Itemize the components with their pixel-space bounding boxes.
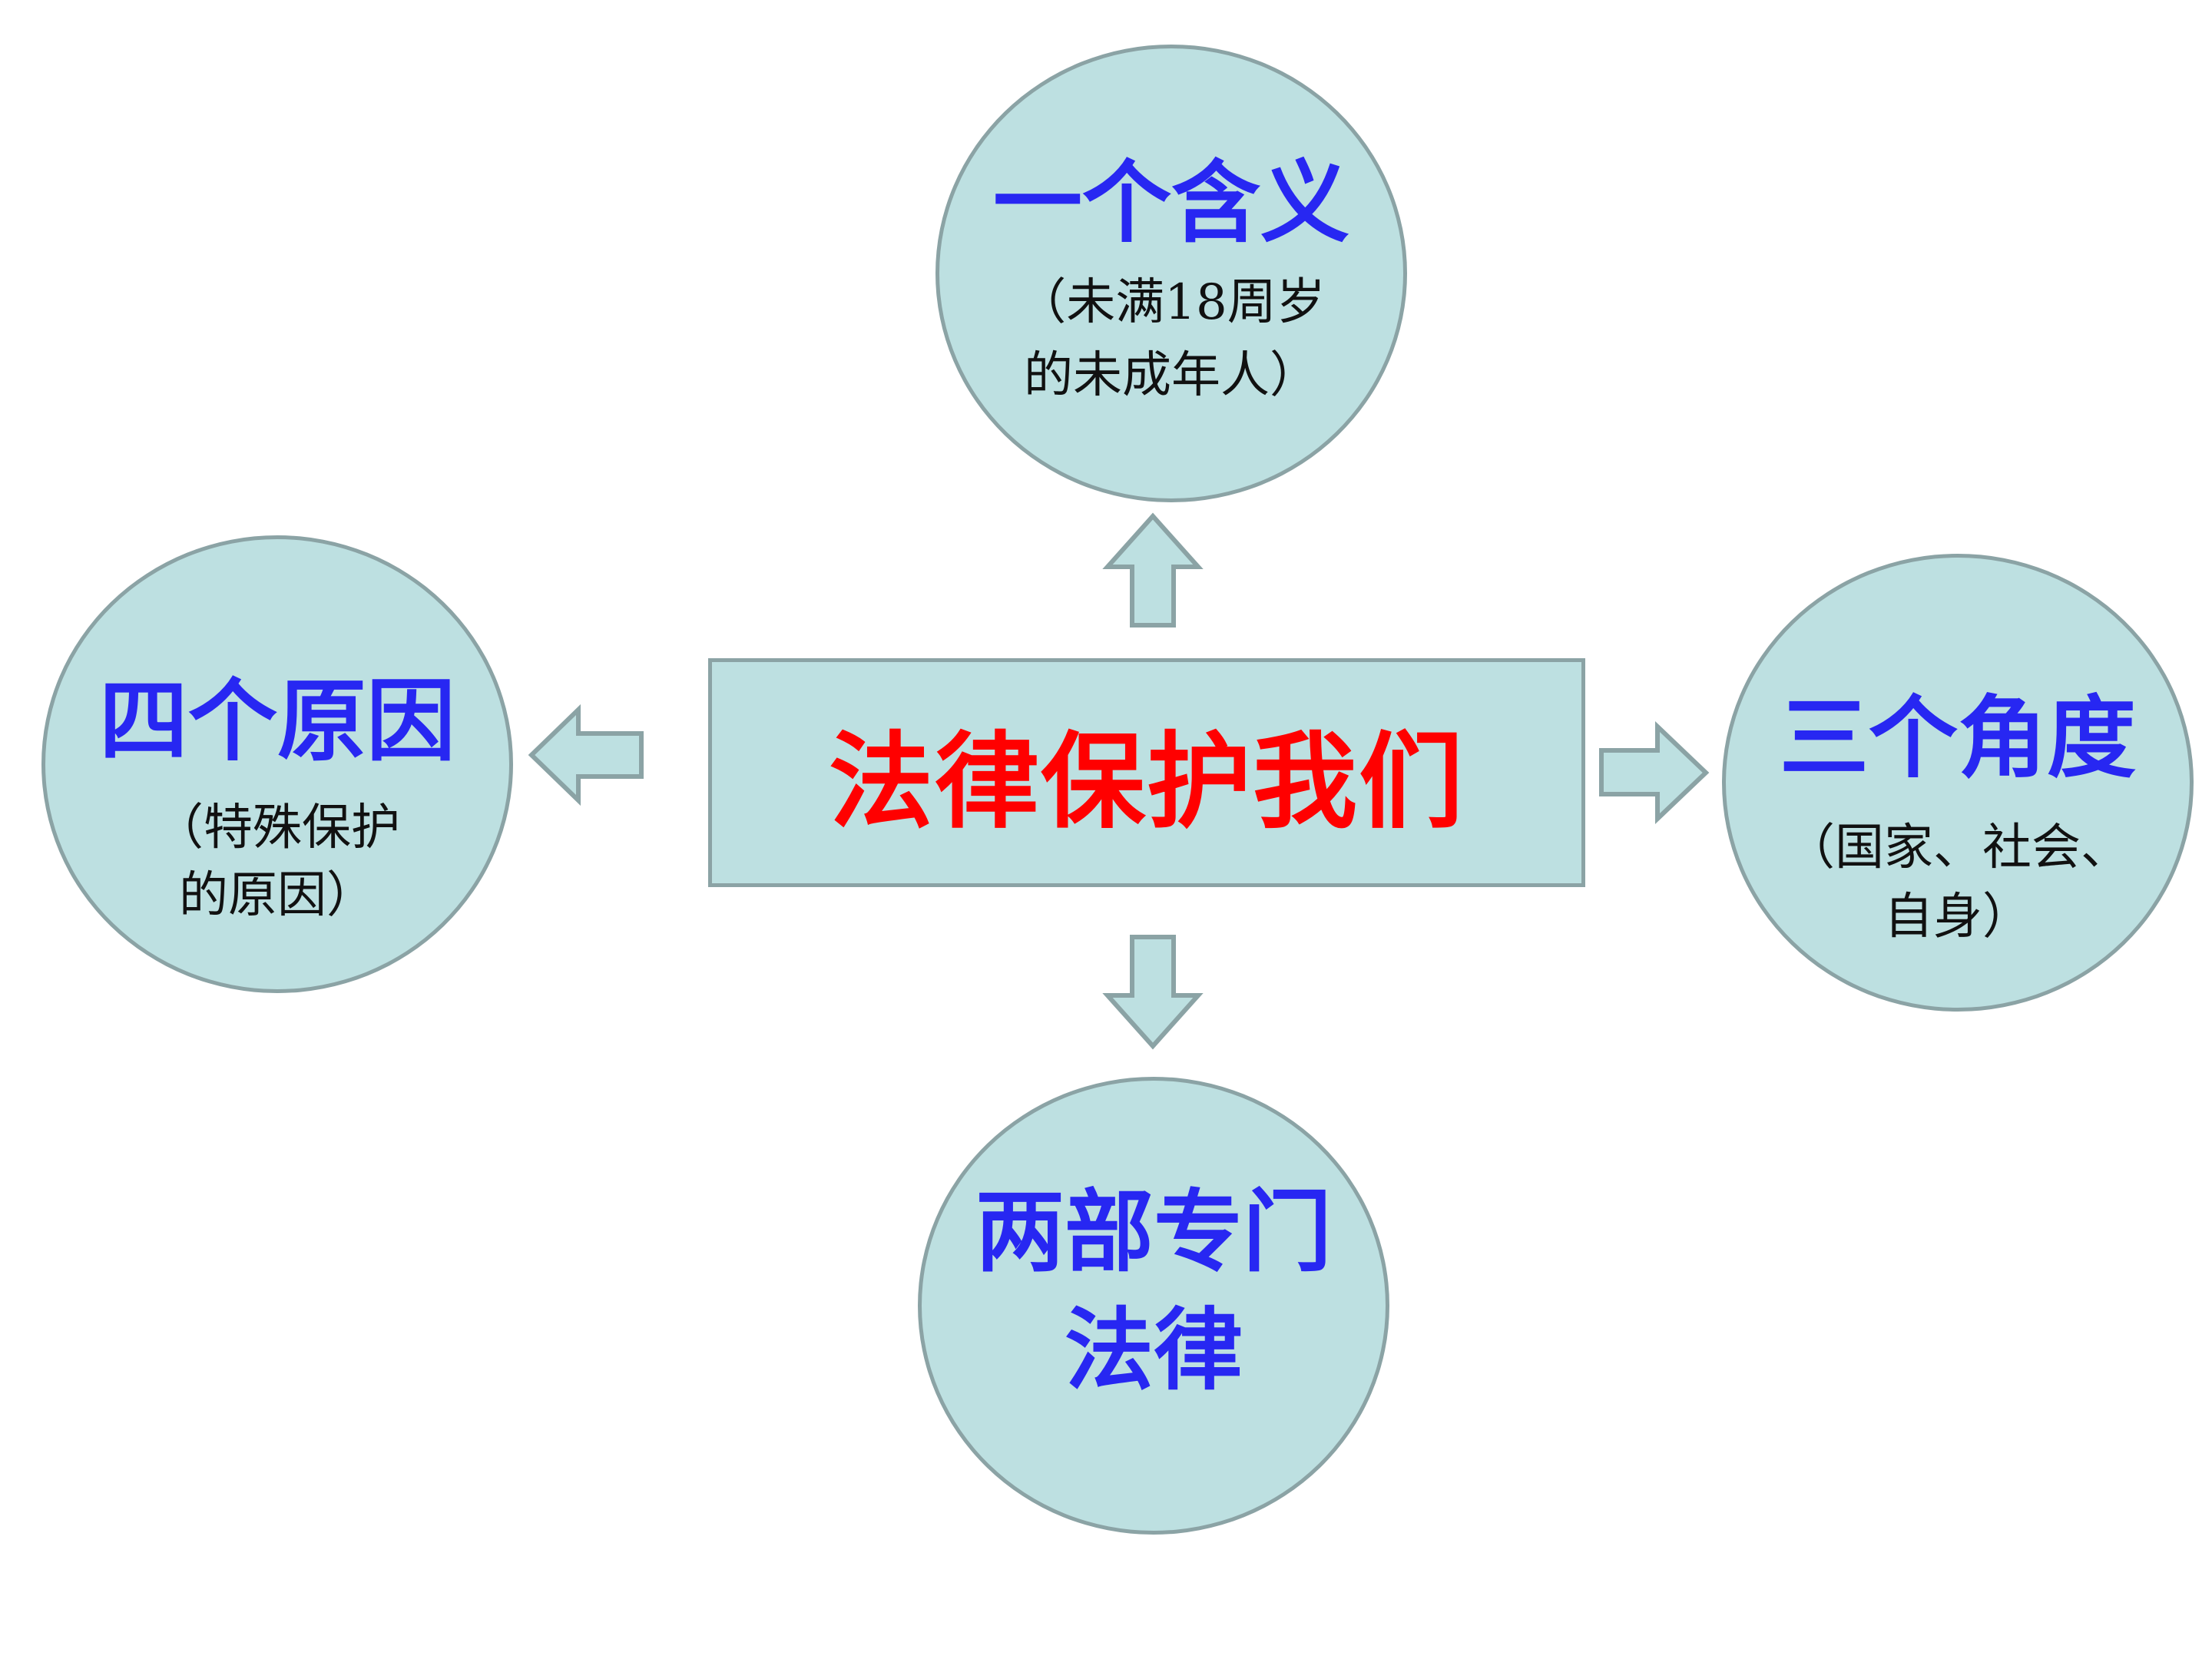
central-topic-title: 法律保护我们 bbox=[829, 720, 1465, 843]
node-left-subtitle-line1: （特殊保护 bbox=[154, 800, 400, 856]
node-left-reasons: 四个原因 （特殊保护 的原因） bbox=[41, 535, 513, 993]
node-bottom-title-line1: 两部专门 bbox=[975, 1180, 1332, 1284]
node-right-subtitle-line2: 自身） bbox=[1884, 889, 2032, 945]
node-right-title: 三个角度 bbox=[1780, 686, 2136, 790]
node-top-title: 一个含义 bbox=[993, 151, 1349, 255]
arrow-left-icon bbox=[528, 704, 644, 806]
node-right-perspectives: 三个角度 （国家、社会、 自身） bbox=[1722, 554, 2194, 1012]
node-top-subtitle-line1: （未满18周岁 bbox=[1017, 274, 1326, 331]
node-right-subtitle-line1: （国家、社会、 bbox=[1786, 820, 2130, 876]
node-left-title: 四个原因 bbox=[99, 669, 455, 773]
node-top-subtitle-line2: 的未成年人） bbox=[1024, 347, 1319, 404]
node-bottom-laws: 两部专门 法律 bbox=[918, 1077, 1389, 1535]
node-top-meaning: 一个含义 （未满18周岁 的未成年人） bbox=[935, 45, 1407, 502]
arrow-up-icon bbox=[1102, 512, 1204, 628]
central-topic-box: 法律保护我们 bbox=[708, 658, 1585, 887]
node-bottom-title-line2: 法律 bbox=[1065, 1298, 1243, 1402]
arrow-down-icon bbox=[1102, 935, 1204, 1050]
node-left-subtitle-line2: 的原因） bbox=[179, 867, 376, 924]
arrow-right-icon bbox=[1599, 721, 1710, 824]
